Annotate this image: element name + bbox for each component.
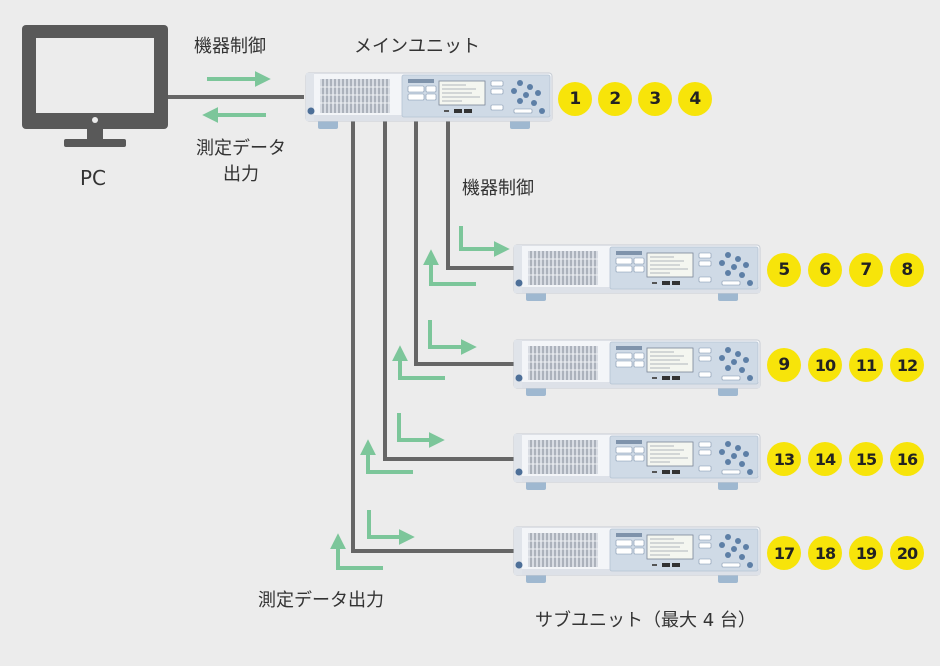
- sub-unit-3: [513, 433, 761, 491]
- channel-badge: 16: [890, 442, 924, 476]
- sub-unit-1: [513, 244, 761, 302]
- channel-badge: 2: [598, 82, 632, 116]
- sub-output-arrows: [330, 249, 476, 570]
- channel-badge: 18: [808, 536, 842, 570]
- channel-badge: 10: [808, 348, 842, 382]
- channel-badge: 8: [890, 253, 924, 287]
- pc-output-label-line2: 出力: [223, 164, 259, 185]
- pc-output-label-line1: 測定データ: [196, 138, 286, 159]
- channel-badge: 11: [849, 348, 883, 382]
- channel-badge: 12: [890, 348, 924, 382]
- channel-badge: 15: [849, 442, 883, 476]
- channel-badge: 13: [767, 442, 801, 476]
- sub-unit-2: [513, 339, 761, 397]
- sub-unit-cables: [351, 120, 514, 553]
- channel-badge: 17: [767, 536, 801, 570]
- channel-badge: 6: [808, 253, 842, 287]
- sub-control-arrows: [367, 226, 510, 545]
- channel-badge: 4: [678, 82, 712, 116]
- channel-badge: 3: [638, 82, 672, 116]
- channel-badge: 9: [767, 348, 801, 382]
- sub-output-label: 測定データ出力: [258, 590, 384, 611]
- channel-badge: 7: [849, 253, 883, 287]
- sub-unit-4: [513, 526, 761, 584]
- channel-badge: 14: [808, 442, 842, 476]
- main-unit-label: メインユニット: [354, 36, 480, 57]
- channel-badge: 1: [558, 82, 592, 116]
- channel-badge: 5: [767, 253, 801, 287]
- channel-badge: 19: [849, 536, 883, 570]
- pc-label: PC: [80, 166, 107, 190]
- main-unit: [305, 72, 553, 130]
- sub-control-label: 機器制御: [462, 178, 534, 199]
- pc-control-label: 機器制御: [194, 36, 266, 57]
- pc-monitor-icon: [22, 25, 168, 147]
- channel-badge: 20: [890, 536, 924, 570]
- sub-units-label: サブユニット（最大 4 台）: [535, 610, 756, 631]
